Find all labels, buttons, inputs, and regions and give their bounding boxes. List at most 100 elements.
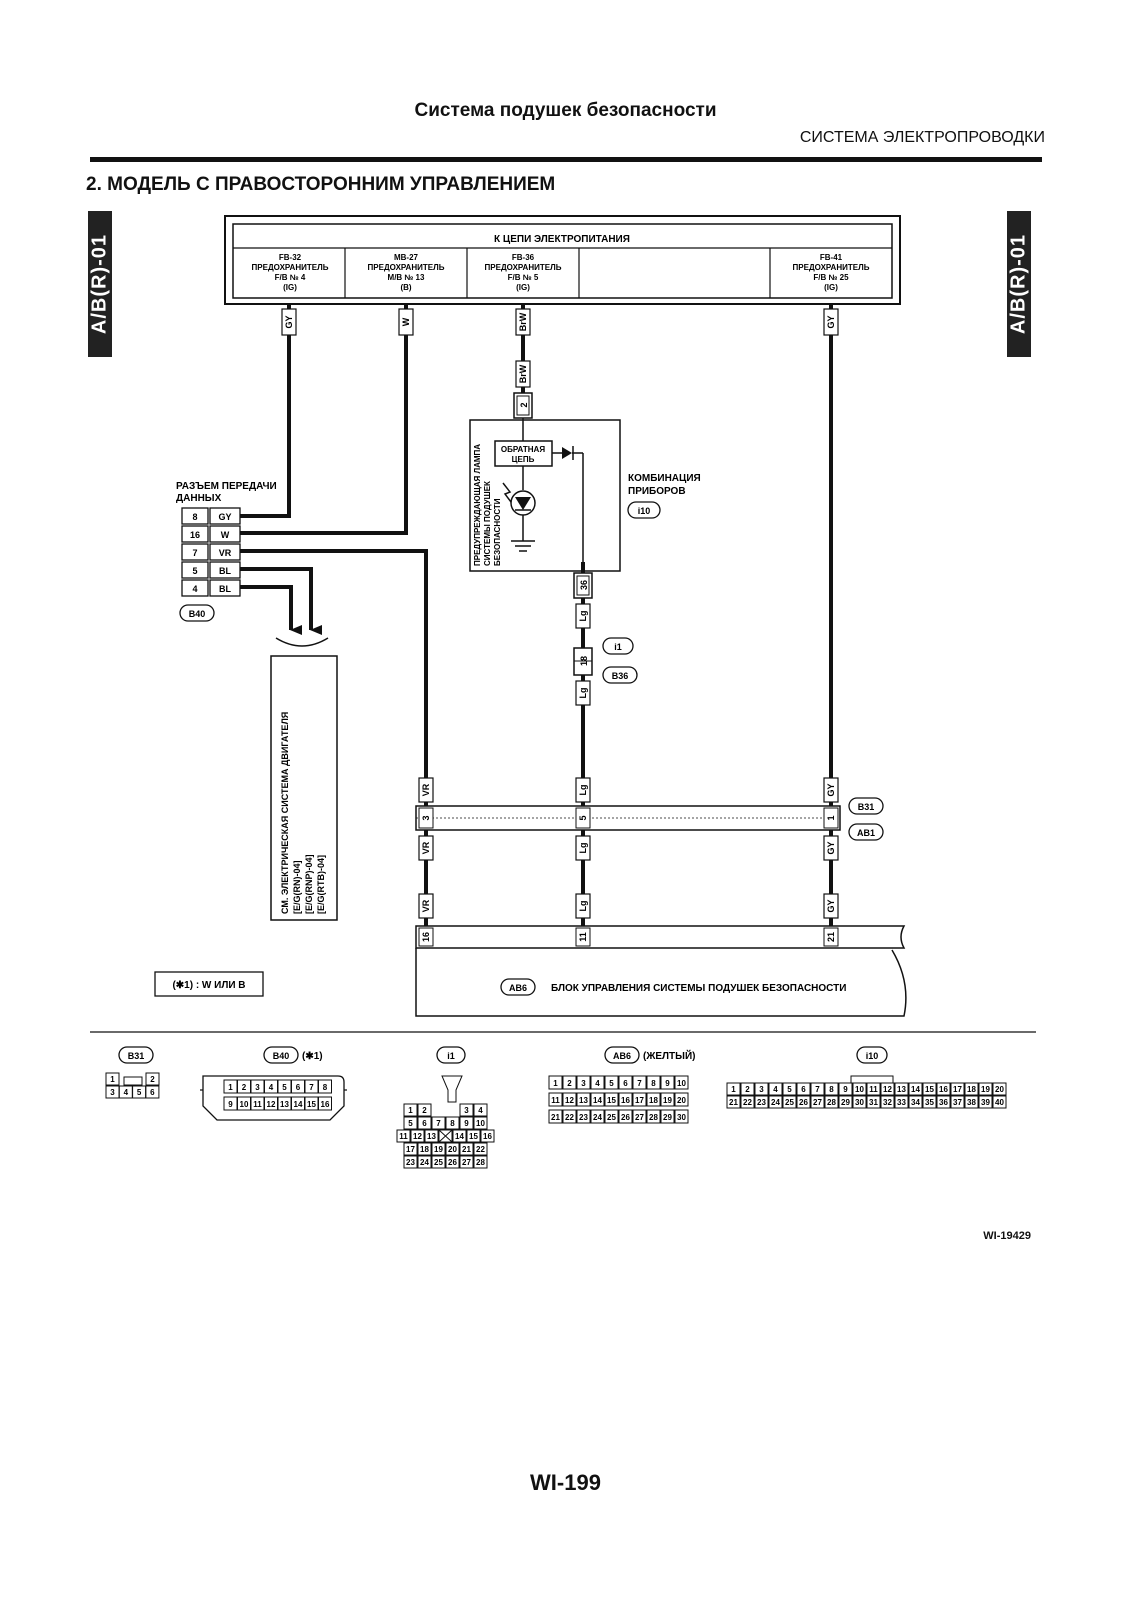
- i10-pin-cell: [796, 1082, 811, 1096]
- meter-wire-in: BrW: [518, 364, 528, 383]
- i1-pin-label: 11: [399, 1132, 408, 1141]
- dl-pin-7: 7: [192, 548, 197, 558]
- engine-ref-line-2: [E/G(RN)-04]: [292, 860, 302, 914]
- ab6-pin-cell: [604, 1109, 619, 1124]
- i1-pin-cell: [473, 1103, 488, 1117]
- i1-pin-cell: [473, 1116, 488, 1130]
- ab6-pin-label: 6: [623, 1079, 628, 1088]
- i1-pin-label: 12: [413, 1132, 422, 1141]
- fuse-wire-labels: GY W BrW GY: [281, 308, 839, 336]
- dl-wire-7: VR: [219, 548, 232, 558]
- dl-wire-4: BL: [219, 584, 231, 594]
- header-rule: [90, 157, 1042, 162]
- meter-pin-out: 36: [579, 580, 589, 590]
- ab6-pin-cell: [646, 1075, 661, 1090]
- i10-pin-cell: [810, 1095, 825, 1109]
- fuse-fb41: FB-41 ПРЕДОХРАНИТЕЛЬ F/B № 25 (IG): [793, 253, 870, 292]
- b40-pin-label: 10: [240, 1100, 249, 1109]
- ab1-wire-gy: GY: [826, 841, 836, 854]
- b31-wire-lg: Lg: [578, 785, 588, 796]
- fuse-fb32: FB-32 ПРЕДОХРАНИТЕЛЬ F/B № 4 (IG): [252, 253, 329, 292]
- meter-label-2: ПРИБОРОВ: [628, 486, 686, 497]
- i1-pin-label: 27: [462, 1158, 471, 1167]
- ab6-pin-label: 16: [621, 1096, 630, 1105]
- ab6-pin-cell: [632, 1092, 647, 1107]
- ab6-pin-cell: [618, 1075, 633, 1090]
- i10-pin-cell: [978, 1082, 993, 1096]
- ab6-pin-label: 4: [595, 1079, 600, 1088]
- i1-pin-cell: [417, 1155, 432, 1169]
- i1-blank-pin: [438, 1129, 453, 1143]
- dl-wire-8: GY: [218, 512, 231, 522]
- i10-pin-cell: [964, 1082, 979, 1096]
- i1-pin-label: 4: [478, 1106, 483, 1115]
- diode-icon: [562, 447, 572, 459]
- i10-pin-label: 15: [925, 1085, 934, 1094]
- i10-pin-label: 5: [787, 1085, 792, 1094]
- label-gy-fb32: GY: [284, 315, 294, 328]
- i10-pin-label: 6: [801, 1085, 806, 1094]
- b31-key: [123, 1076, 143, 1086]
- ab6-pin-label: 30: [677, 1113, 686, 1122]
- ab6-wire-lg: Lg: [578, 901, 588, 912]
- ab6-pin-cell: [576, 1109, 591, 1124]
- i1-pin-cell: [445, 1142, 460, 1156]
- data-link-connector-id: B40: [189, 609, 206, 619]
- ab6-pin-cell: [660, 1075, 675, 1090]
- ab6-pin-label: 28: [649, 1113, 658, 1122]
- label-w-mb27: W: [401, 317, 411, 326]
- b40-pin-label: 16: [321, 1100, 330, 1109]
- b31-pin-label: 1: [110, 1075, 115, 1084]
- ab6-pin-cell: [576, 1092, 591, 1107]
- ab6-pin-cell: [618, 1109, 633, 1124]
- i10-pin-cell: [950, 1095, 965, 1109]
- i10-pin-cell: [922, 1082, 937, 1096]
- ab6-pin-label: 17: [635, 1096, 644, 1105]
- fuse-fb36-no: F/B № 5: [508, 273, 539, 282]
- i1-pin-label: 18: [420, 1145, 429, 1154]
- i1-pin-cell: [452, 1129, 467, 1143]
- i10-pin-label: 19: [981, 1085, 990, 1094]
- i10-pin-cell: [950, 1082, 965, 1096]
- i10-pin-cell: [768, 1095, 783, 1109]
- figure-id: WI-19429: [983, 1230, 1031, 1242]
- i10-pin-cell: [992, 1095, 1007, 1109]
- ab6-pin-cell: [604, 1075, 619, 1090]
- dl-wire-16: W: [221, 530, 230, 540]
- i10-pin-cell: [894, 1095, 909, 1109]
- ab6-pin-label: 12: [565, 1096, 574, 1105]
- i1-lock-tab: [441, 1075, 463, 1103]
- i1-pin-label: 17: [406, 1145, 415, 1154]
- conn-b31-id: B31: [858, 802, 875, 812]
- ab6-label: БЛОК УПРАВЛЕНИЯ СИСТЕМЫ ПОДУШЕК БЕЗОПАСН…: [551, 983, 846, 994]
- i1-pin-label: 6: [422, 1119, 427, 1128]
- ab6-pin-label: 2: [567, 1079, 572, 1088]
- meter-pin-in: 2: [519, 402, 529, 407]
- i10-pin-label: 38: [967, 1098, 976, 1107]
- i10-pin-label: 11: [869, 1085, 878, 1094]
- fuse-fb41-kind: ПРЕДОХРАНИТЕЛЬ: [793, 263, 870, 272]
- fuse-mb27-id: MB-27: [394, 253, 419, 262]
- b31-wire-vr: VR: [421, 783, 431, 796]
- fuse-fb41-no: F/B № 25: [813, 273, 849, 282]
- i1-pin-label: 23: [406, 1158, 415, 1167]
- i1-pin-label: 16: [483, 1132, 492, 1141]
- ab6-pin-label: 21: [551, 1113, 560, 1122]
- ab6-pin-cell: [590, 1092, 605, 1107]
- b31-pin-3: 3: [421, 815, 431, 820]
- ab6-pin-cell: [576, 1075, 591, 1090]
- ab6-pin-cell: [604, 1092, 619, 1107]
- junction-conn-b: B36: [612, 671, 629, 681]
- data-link-label-1: РАЗЪЕМ ПЕРЕДАЧИ: [176, 481, 277, 492]
- i1-pin-label: 14: [455, 1132, 464, 1141]
- i10-pin-cell: [866, 1095, 881, 1109]
- lamp-line-2: СИСТЕМЫ ПОДУШЕК: [483, 481, 492, 566]
- i10-pin-label: 31: [869, 1098, 878, 1107]
- fuse-fb36-circuit: (IG): [516, 283, 530, 292]
- i10-pin-cell: [810, 1082, 825, 1096]
- fuse-fb41-circuit: (IG): [824, 283, 838, 292]
- b31-pin-label: 4: [124, 1088, 129, 1097]
- ab6-pin-label: 10: [677, 1079, 686, 1088]
- ab6-pin-label: 18: [649, 1096, 658, 1105]
- lamp-led-symbol: [515, 497, 531, 510]
